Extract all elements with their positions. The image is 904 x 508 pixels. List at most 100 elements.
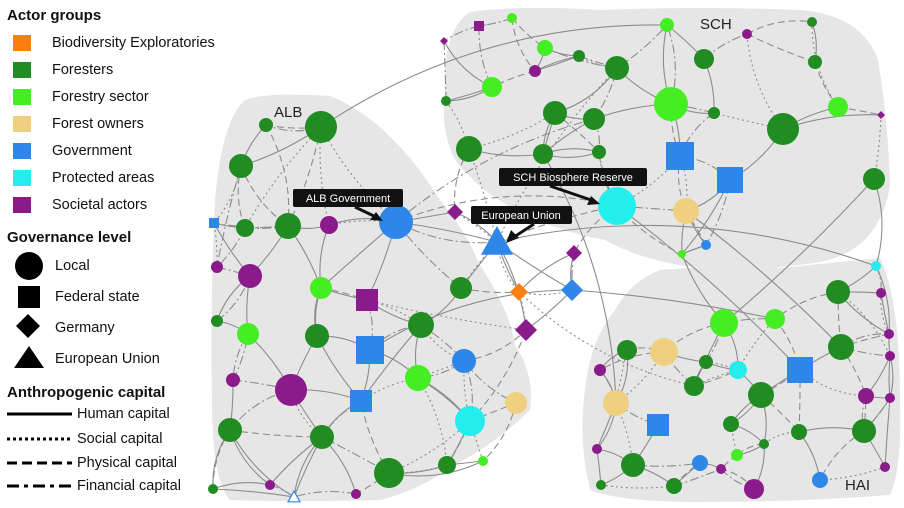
- network-edge: [518, 291, 695, 387]
- network-node: [529, 65, 541, 77]
- network-node: [621, 453, 645, 477]
- network-edge: [395, 195, 618, 223]
- network-edge: [417, 377, 448, 466]
- network-edge: [293, 490, 357, 498]
- network-edge: [518, 289, 573, 296]
- network-edge: [511, 17, 536, 72]
- network-node: [286, 489, 302, 503]
- legend-title-governance-level: Governance level: [7, 229, 132, 246]
- network-node: [310, 425, 334, 449]
- network-node: [209, 218, 219, 228]
- network-node: [767, 113, 799, 145]
- network-node: [765, 309, 785, 329]
- legend-label-human-capital: Human capital: [77, 406, 170, 422]
- network-edge: [445, 100, 470, 150]
- network-node: [808, 55, 822, 69]
- network-node: [450, 277, 472, 299]
- callout-sch-biosphere-reserve: SCH Biosphere Reserve: [499, 168, 647, 205]
- network-node: [236, 219, 254, 237]
- network-node: [226, 373, 240, 387]
- network-edge: [875, 265, 890, 335]
- network-node: [566, 245, 582, 261]
- legend-label-physical-capital: Physical capital: [77, 455, 177, 471]
- legend-label-societal-actors: Societal actors: [52, 197, 148, 213]
- network-edge: [369, 289, 573, 351]
- legend-label-federal-state: Federal state: [55, 289, 140, 305]
- network-node: [759, 439, 769, 449]
- legend-swatch-biodiversity-exploratories: [13, 35, 31, 51]
- network-node: [211, 315, 223, 327]
- network-node: [438, 456, 456, 474]
- network-node: [305, 111, 337, 143]
- network-edge: [884, 397, 891, 468]
- network-node: [692, 455, 708, 471]
- callout-european-union: European Union: [471, 206, 572, 243]
- network-node: [455, 406, 485, 436]
- network-edge: [216, 165, 242, 268]
- legend-label-financial-capital: Financial capital: [77, 478, 181, 494]
- network-node: [238, 264, 262, 288]
- network-node: [379, 205, 413, 239]
- network-node: [708, 107, 720, 119]
- legend-label-forestry-sector: Forestry sector: [52, 89, 149, 105]
- network-edge: [571, 289, 776, 320]
- callout-alb-government: ALB Government: [293, 189, 403, 221]
- region-hai-background: [582, 258, 901, 502]
- network-node: [592, 444, 602, 454]
- network-edge: [880, 292, 890, 335]
- network-node: [356, 336, 384, 364]
- legend-label-local: Local: [55, 258, 90, 274]
- network-node: [605, 56, 629, 80]
- network-edge: [244, 225, 289, 229]
- network-node: [828, 97, 848, 117]
- network-node: [828, 334, 854, 360]
- network-node: [884, 329, 894, 339]
- callouts: ALB Government SCH Biosphere Reserve Eur…: [293, 168, 647, 243]
- legend-label-forest-owners: Forest owners: [52, 116, 144, 132]
- network-node: [561, 279, 583, 301]
- legend-title-actor-groups: Actor groups: [7, 7, 102, 24]
- network-node: [543, 101, 567, 125]
- network-node: [405, 365, 431, 391]
- legend-swatch-foresters: [13, 62, 31, 78]
- legend-circle-icon: [15, 252, 43, 280]
- network-node: [478, 456, 488, 466]
- network-node: [441, 96, 451, 106]
- network-edge: [366, 299, 527, 331]
- network-node: [440, 37, 448, 45]
- network-node: [505, 392, 527, 414]
- network-node: [603, 390, 629, 416]
- network-node: [880, 462, 890, 472]
- network-node: [787, 357, 813, 383]
- network-edge: [685, 210, 842, 348]
- region-sch-background: [443, 7, 890, 270]
- network-node: [573, 50, 585, 62]
- network-node: [537, 40, 553, 56]
- network-edge: [837, 291, 891, 357]
- network-node: [452, 349, 476, 373]
- network-edge: [730, 423, 738, 456]
- callout-alb-government-text: ALB Government: [306, 193, 390, 205]
- legend-title-anthropogenic-capital: Anthropogenic capital: [7, 384, 166, 401]
- network-node: [678, 250, 686, 258]
- legend-label-germany: Germany: [55, 320, 115, 336]
- network-node: [650, 338, 678, 366]
- network-node: [533, 144, 553, 164]
- network-node: [594, 364, 606, 376]
- network-node: [716, 464, 726, 474]
- network-node: [596, 480, 606, 490]
- network-node: [699, 355, 713, 369]
- legend-swatch-forestry-sector: [13, 89, 31, 105]
- network-node: [654, 87, 688, 121]
- legend-label-social-capital: Social capital: [77, 431, 163, 447]
- network-node: [807, 17, 817, 27]
- network-edge: [496, 224, 877, 267]
- legend-label-protected-areas: Protected areas: [52, 170, 155, 186]
- network-node: [812, 472, 828, 488]
- region-label-hai: HAI: [845, 477, 870, 494]
- network-node: [275, 374, 307, 406]
- network-node: [510, 283, 528, 301]
- network-node: [481, 226, 513, 255]
- network-node: [350, 390, 372, 412]
- network-node: [647, 414, 669, 436]
